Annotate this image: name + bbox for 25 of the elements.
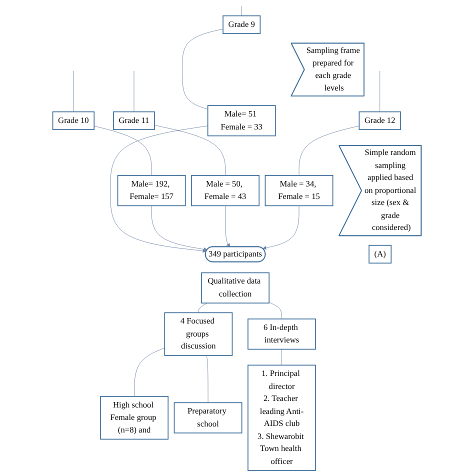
connector [298, 126, 360, 176]
connector [134, 348, 165, 397]
node-box: 1. Principal director 2. Teacher leading Anti-AIDS club 3. Shewarobit Town health officer [248, 364, 316, 471]
node-box: 6 In-depth interviews [248, 318, 316, 350]
node-box: Grade 11 [113, 111, 155, 130]
connector [241, 6, 242, 16]
connector [182, 28, 224, 110]
node-box: Male= 192, Female= 157 [117, 175, 186, 206]
connector [154, 124, 226, 176]
node-box: 4 Focused groups discussion [164, 312, 233, 356]
node-box: Grade 10 [52, 111, 95, 130]
connector [73, 70, 74, 112]
node-box: (A) [368, 244, 392, 264]
connector [198, 302, 208, 313]
node-box: Grade 12 [358, 111, 401, 130]
connector [94, 126, 152, 176]
node-box: Preparatory school [174, 402, 242, 434]
node-box: Grade 9 [222, 15, 261, 34]
connector [206, 355, 208, 403]
connector [268, 302, 282, 320]
node-box: Male= 51 Female = 33 [207, 105, 276, 136]
node-box: Qualitative data collection [201, 272, 270, 304]
node-box: Male = 34, Female = 15 [264, 175, 334, 206]
node-box: Male = 50, Female = 43 [191, 175, 260, 206]
node-box: High school Female group (n=8) and [100, 396, 169, 440]
